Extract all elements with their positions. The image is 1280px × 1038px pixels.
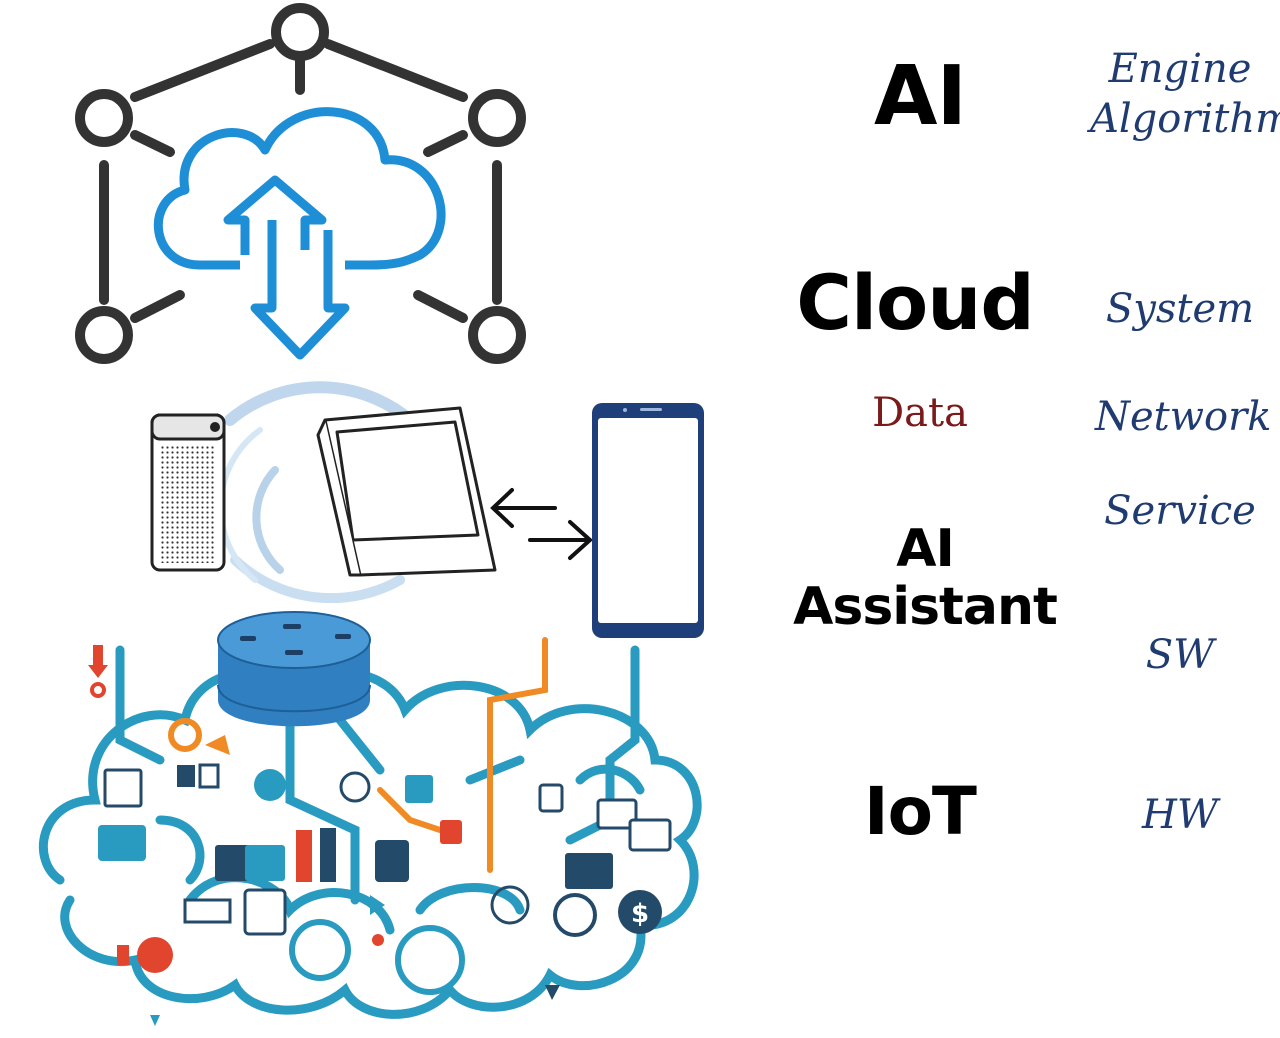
svg-text:$: $: [631, 899, 649, 929]
engine-text: Engine: [1108, 46, 1252, 92]
data-label: Data: [872, 390, 968, 436]
cloud-label: Cloud: [796, 258, 1035, 347]
sync-arrows-icon: [490, 488, 593, 560]
iot-label: IoT: [864, 773, 977, 850]
ai-assistant-label: AI Assistant: [790, 520, 1060, 636]
iot-cloud-illustration: $: [38, 637, 702, 1026]
algorithm-text: Algorithm: [1090, 96, 1280, 142]
ai-assistant-line1: AI: [896, 519, 955, 579]
echo-dot-icon: [217, 611, 371, 727]
system-label: System: [1105, 286, 1255, 332]
network-label: Network: [1095, 394, 1272, 440]
ai-assistant-line2: Assistant: [793, 577, 1058, 637]
smart-display-icon: [316, 406, 497, 577]
sw-label: SW: [1145, 632, 1215, 678]
service-label: Service: [1104, 488, 1256, 534]
hw-label: HW: [1142, 792, 1218, 838]
engine-algorithm-label: Engine Algorithm: [1090, 44, 1280, 144]
ai-label: AI: [874, 49, 967, 144]
smartphone-icon: [592, 403, 704, 638]
smart-speaker-icon: [150, 413, 226, 572]
cloud-network-icon: [75, 3, 526, 364]
